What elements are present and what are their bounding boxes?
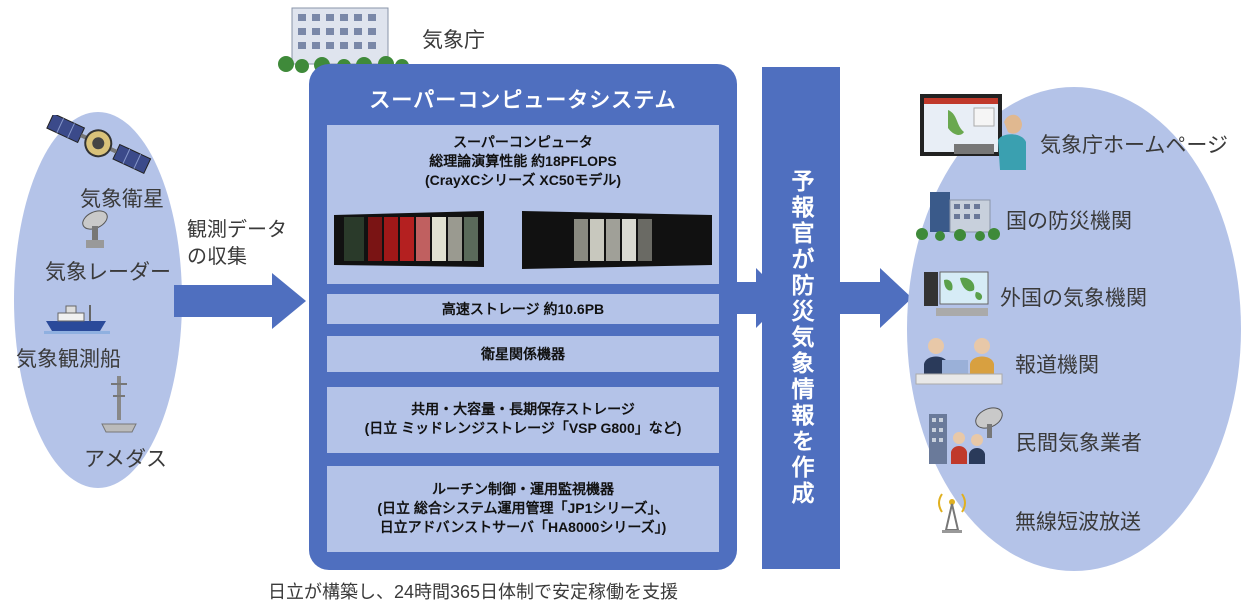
collect-arrow (174, 273, 306, 329)
arrow-label-line2: の収集 (187, 246, 247, 268)
forecaster-label: 予報官が防災気象情報を作成 (788, 169, 814, 507)
shared-storage-line2: (日立 ミッドレンジストレージ「VSP G800」など) (364, 420, 682, 436)
recipient-homepage: 気象庁ホームページ (1040, 134, 1228, 157)
forecaster-bar: 予報官が防災気象情報を作成 (762, 67, 840, 569)
observation-item-amedas: アメダス (84, 448, 167, 471)
supercomputer-line3: (CrayXCシリーズ XC50モデル) (424, 172, 622, 188)
private-weather-company-icon (929, 407, 1003, 464)
government-building-icon (916, 192, 1000, 241)
observation-item-satellite: 気象衛星 (80, 188, 164, 211)
recipient-national-agency: 国の防災機関 (1006, 210, 1132, 233)
supercomputer-panel: スーパーコンピュータ 総理論演算性能 約18PFLOPS (CrayXCシリーズ… (327, 125, 719, 284)
arrow-label-line1: 観測データ (187, 219, 287, 241)
satellite-equipment-label: 衛星関係機器 (481, 346, 565, 362)
caption: 日立が構築し、24時間365日体制で安定稼働を支援 (268, 582, 679, 602)
radar-icon (82, 210, 108, 248)
ship-icon (44, 305, 110, 334)
homepage-icon (920, 94, 1026, 170)
routine-control-panel: ルーチン制御・運用監視機器 (日立 総合システム運用管理「JP1シリーズ」、 日… (327, 466, 719, 552)
radio-tower-icon (938, 493, 966, 533)
supercomputer-line2: 総理論演算性能 約18PFLOPS (429, 153, 617, 169)
recipients-ellipse (907, 87, 1241, 571)
observation-ellipse (14, 112, 182, 488)
amedas-icon (101, 376, 137, 433)
observation-item-radar: 気象レーダー (45, 261, 171, 284)
routine-control-line2: (日立 総合システム運用管理「JP1シリーズ」、 (377, 500, 669, 516)
recipient-foreign-agency: 外国の気象機関 (1000, 287, 1147, 310)
recipient-press: 報道機関 (1015, 354, 1099, 377)
supercomputer-line1: スーパーコンピュータ (453, 134, 593, 150)
fast-storage-panel: 高速ストレージ 約10.6PB (327, 294, 719, 324)
satellite-equipment-panel: 衛星関係機器 (327, 336, 719, 372)
recipient-radio: 無線短波放送 (1015, 511, 1141, 534)
system-title: スーパーコンピュータシステム (369, 89, 677, 112)
world-map-icon (924, 271, 989, 316)
distribute-arrow (840, 268, 912, 328)
shared-storage-line1: 共用・大容量・長期保存ストレージ (411, 401, 635, 417)
agency-label: 気象庁 (422, 29, 485, 52)
recipient-private-companies: 民間気象業者 (1016, 432, 1142, 455)
observation-item-ship: 気象観測船 (16, 348, 121, 371)
news-anchors-icon (915, 338, 1003, 385)
routine-control-line3: 日立アドバンストサーバ「HA8000シリーズ」) (379, 519, 667, 535)
shared-storage-panel: 共用・大容量・長期保存ストレージ (日立 ミッドレンジストレージ「VSP G80… (327, 387, 719, 453)
supercomputer-photo (334, 211, 712, 269)
routine-control-line1: ルーチン制御・運用監視機器 (432, 481, 614, 497)
supercomputer-system-box: スーパーコンピュータシステム スーパーコンピュータ 総理論演算性能 約18PFL… (309, 64, 737, 570)
satellite-icon (46, 115, 152, 175)
fast-storage-label: 高速ストレージ 約10.6PB (441, 301, 605, 317)
